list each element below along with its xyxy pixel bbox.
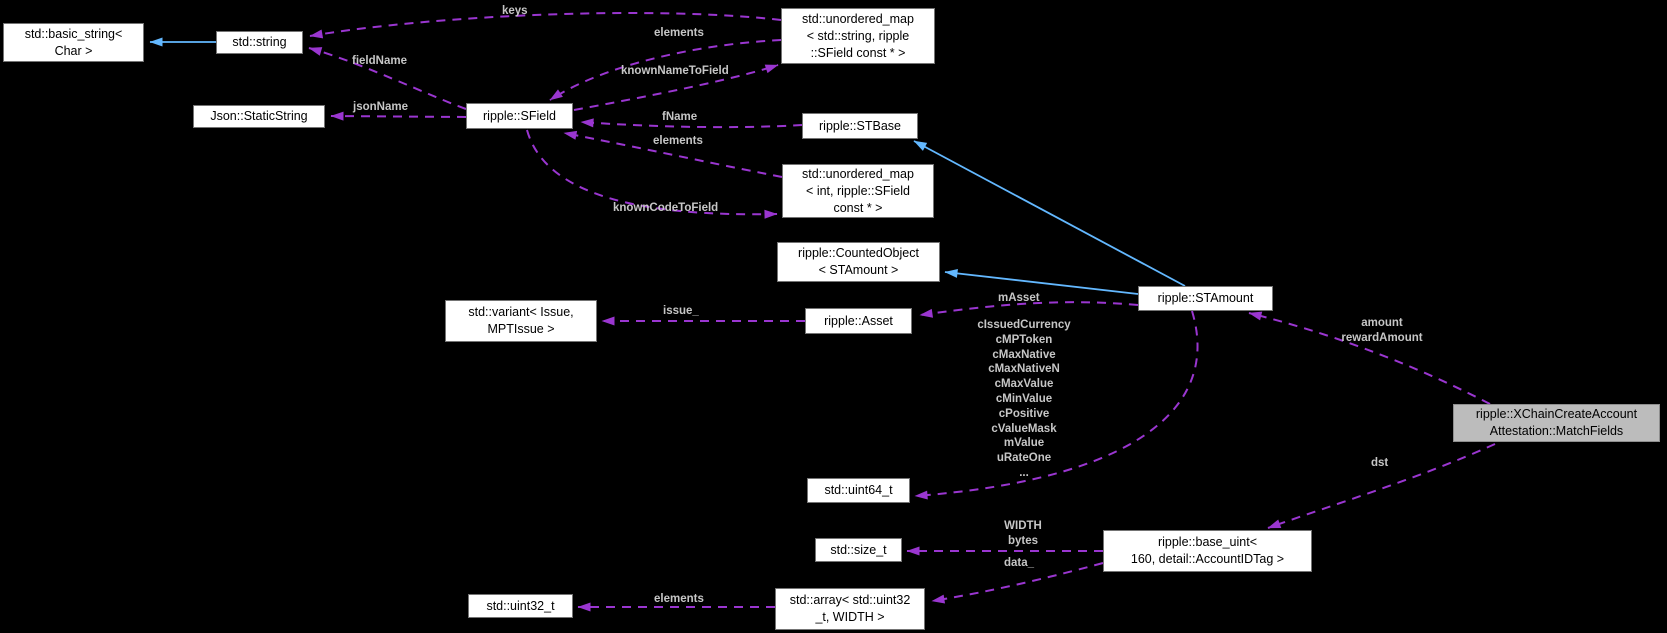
edge-stamount-countedobject [944,268,1139,295]
node-std-array-uint32-width[interactable]: std::array< std::uint32 _t, WIDTH > [775,588,925,630]
edge-label-keys: keys [502,5,528,17]
edge-knownnametofield [573,64,779,111]
edge-fieldname [308,47,467,110]
node-std-string[interactable]: std::string [216,31,303,54]
edge-knowncodetofield [526,129,778,219]
edge-elements-mapint [563,130,783,178]
edge-label-elements-mapstring: elements [654,27,704,39]
node-std-basic-string[interactable]: std::basic_string< Char > [3,23,144,62]
node-ripple-stbase[interactable]: ripple::STBase [802,113,918,139]
edge-label-fieldname: fieldName [352,55,407,67]
node-ripple-stamount[interactable]: ripple::STAmount [1138,286,1273,311]
edge-label-elements-mapint: elements [653,135,703,147]
edge-label-knowncodetofield: knownCodeToField [613,202,719,214]
edge-masset [919,301,1139,318]
node-ripple-sfield[interactable]: ripple::SField [466,103,573,129]
edge-fname [580,118,803,129]
edge-label-dst: dst [1371,457,1389,469]
edge-label-fname: fName [662,111,698,123]
edge-amount-rewardamount [1248,311,1491,405]
node-ripple-countedobject-stamount[interactable]: ripple::CountedObject < STAmount > [777,242,940,282]
edge-label-masset: mAsset [998,292,1040,304]
edge-dst [1267,443,1496,529]
node-unordered-map-int-sfield[interactable]: std::unordered_map < int, ripple::SField… [782,164,934,218]
edge-label-stamount-members: cIssuedCurrency cMPToken cMaxNative cMax… [977,319,1071,479]
edge-label-amount-rewardamount: amount rewardAmount [1341,317,1423,344]
edge-data [931,562,1104,604]
edge-keys [309,12,782,39]
edge-label-width-bytes: WIDTH bytes [1004,520,1042,547]
edge-jsonname [330,111,467,121]
edge-label-elements-array: elements [654,593,704,605]
node-std-variant-issue-mptissue[interactable]: std::variant< Issue, MPTIssue > [445,300,597,342]
node-unordered-map-string-sfield[interactable]: std::unordered_map < std::string, ripple… [781,8,935,64]
edge-label-knownnametofield: knownNameToField [621,65,729,77]
node-json-staticstring[interactable]: Json::StaticString [193,105,325,128]
node-std-size-t[interactable]: std::size_t [815,538,902,562]
node-std-uint64-t[interactable]: std::uint64_t [807,478,910,503]
node-xchaincreateaccountattestation-matchfields: ripple::XChainCreateAccount Attestation:… [1453,404,1660,442]
edge-label-issue: issue_ [663,305,699,317]
edge-label-data: data_ [1004,557,1035,569]
edge-elements-mapstring [549,39,782,101]
node-ripple-asset[interactable]: ripple::Asset [805,308,912,334]
edge-stamount-stbase [913,140,1186,287]
node-std-uint32-t[interactable]: std::uint32_t [468,594,573,618]
edge-label-jsonname: jsonName [353,101,408,113]
node-ripple-base-uint-accountidtag[interactable]: ripple::base_uint< 160, detail::AccountI… [1103,530,1312,572]
edge-stamount-members [914,310,1199,500]
